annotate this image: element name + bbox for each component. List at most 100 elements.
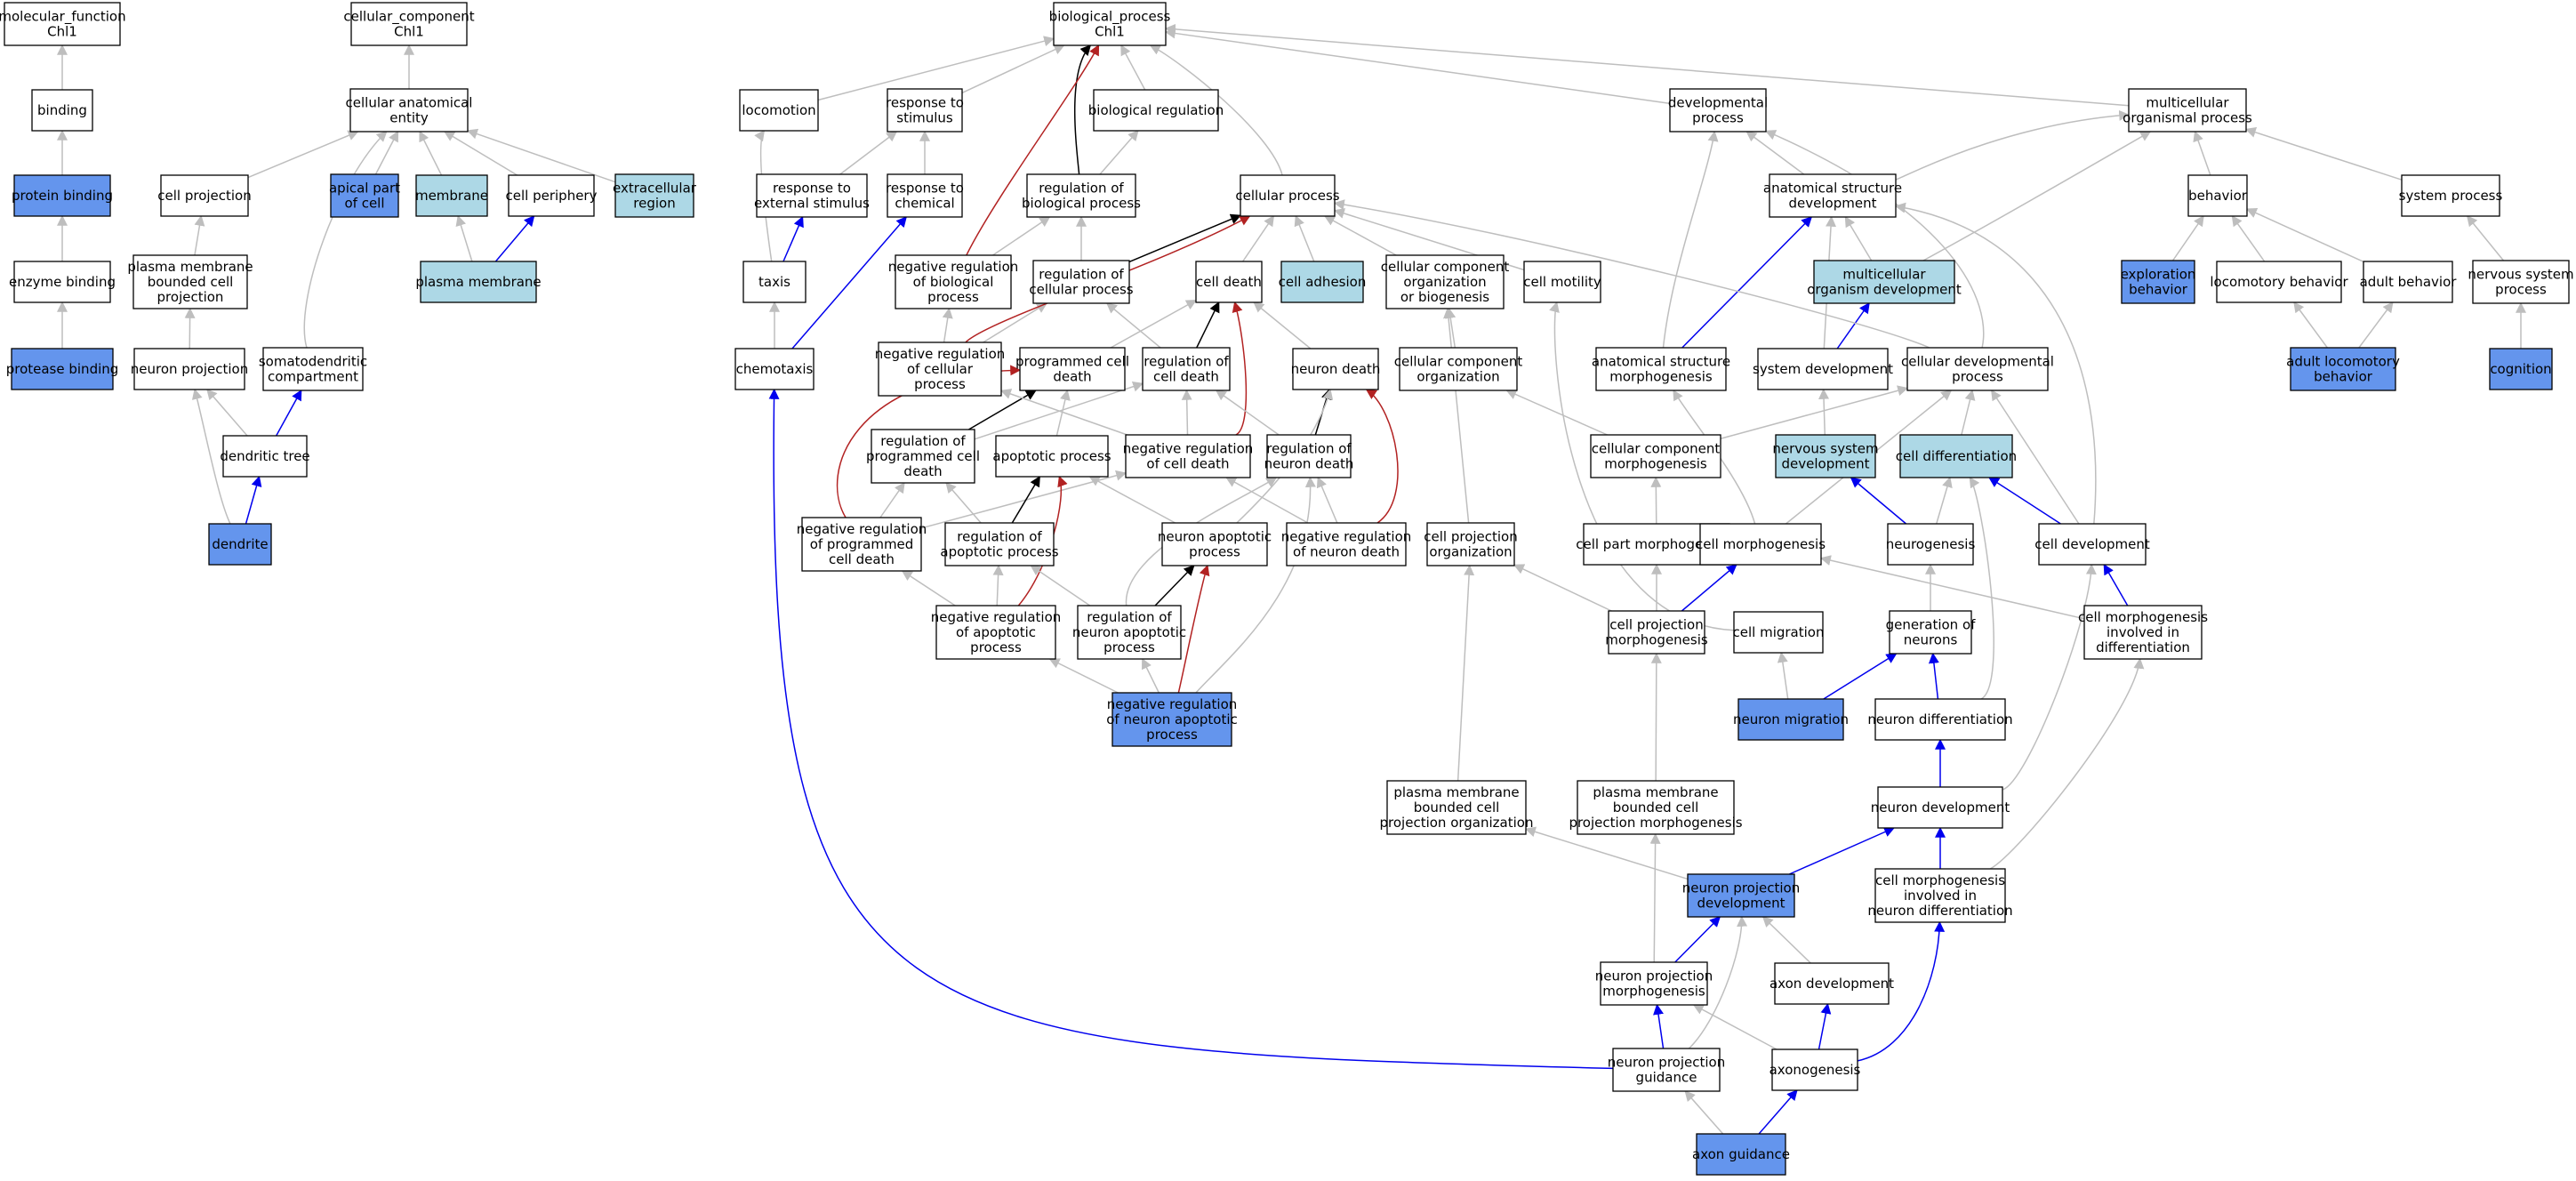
go-term-node-binding[interactable]: binding (31, 89, 93, 132)
node-label-line: differentiation (2096, 639, 2190, 655)
go-term-node-cognition[interactable]: cognition (2489, 348, 2553, 390)
edge-line (1177, 564, 1210, 694)
go-term-node-apop[interactable]: apoptotic process (992, 435, 1111, 478)
node-box (1737, 698, 1844, 741)
go-term-node-sysdev[interactable]: system development (1753, 348, 1893, 390)
go-term-node-celldev[interactable]: cell development (2034, 523, 2150, 566)
edge-extracell-to-cae (466, 128, 616, 183)
go-term-node-celldeath[interactable]: cell death (1195, 261, 1263, 303)
go-term-node-cellmig[interactable]: cell migration (1733, 611, 1825, 654)
go-term-node-locobeh[interactable]: locomotory behavior (2210, 261, 2348, 303)
go-term-node-cellmot[interactable]: cell motility (1523, 261, 1601, 303)
go-term-node-axguid[interactable]: axon guidance (1692, 1133, 1790, 1176)
go-term-node-cellperiph[interactable]: cell periphery (506, 174, 598, 217)
go-term-node-protbind[interactable]: protein binding (12, 174, 113, 217)
go-term-node-enzbind[interactable]: enzyme binding (9, 261, 116, 303)
go-term-node-neurdeath[interactable]: neuron death (1291, 348, 1381, 390)
go-term-node-cellmorph[interactable]: cell morphogenesis (1696, 523, 1826, 566)
go-term-node-dentree[interactable]: dendritic tree (220, 435, 310, 478)
go-term-node-cellproj[interactable]: cell projection (157, 174, 252, 217)
edge-regnap-to-regap (1030, 565, 1091, 607)
go-term-node-cellproc[interactable]: cellular process (1235, 174, 1340, 217)
edge-asd-to-devproc (1745, 131, 1805, 175)
go-term-node-biolreg[interactable]: biological regulation (1088, 89, 1224, 132)
go-term-node-chemotaxis[interactable]: chemotaxis (734, 348, 815, 390)
go-term-node-sysproc[interactable]: system process (2399, 174, 2503, 217)
go-term-node-axonogen[interactable]: axonogenesis (1769, 1048, 1861, 1091)
go-term-node-celldiff[interactable]: cell differentiation (1896, 434, 2017, 478)
go-term-node-membrane[interactable]: membrane (415, 174, 488, 217)
go-term-node-neuproj[interactable]: neuron projection (131, 348, 248, 390)
go-term-node-neurmig[interactable]: neuron migration (1733, 698, 1849, 741)
go-term-node-neurdev[interactable]: neuron development (1871, 786, 2010, 829)
go-term-node-neurdiff[interactable]: neuron differentiation (1867, 698, 2013, 741)
go-term-node-behavior[interactable]: behavior (2187, 174, 2248, 217)
go-term-node-dendrite[interactable]: dendrite (208, 523, 272, 566)
go-term-node-protease[interactable]: protease binding (6, 348, 119, 390)
go-term-node-pm[interactable]: plasma membrane (415, 261, 542, 303)
go-term-node-celladh[interactable]: cell adhesion (1279, 261, 1367, 303)
go-term-node-neurogen[interactable]: neurogenesis (1886, 523, 1976, 566)
edge-regcd-to-celldeath (1196, 301, 1220, 349)
go-term-node-adultbeh[interactable]: adult behavior (2360, 261, 2458, 303)
edge-sysproc-to-mop (2244, 127, 2403, 181)
go-term-node-taxis[interactable]: taxis (742, 261, 807, 303)
edge-npg-to-chemotaxis (768, 388, 1614, 1070)
go-term-node-axondev[interactable]: axon development (1769, 962, 1894, 1005)
node-label-line: cell morphogenesis (1875, 872, 2005, 888)
node-label-line: neuron migration (1733, 711, 1849, 727)
edge-npd-to-pmbcpo (1524, 826, 1689, 880)
go-term-node-locomotion[interactable]: locomotion (739, 89, 819, 132)
